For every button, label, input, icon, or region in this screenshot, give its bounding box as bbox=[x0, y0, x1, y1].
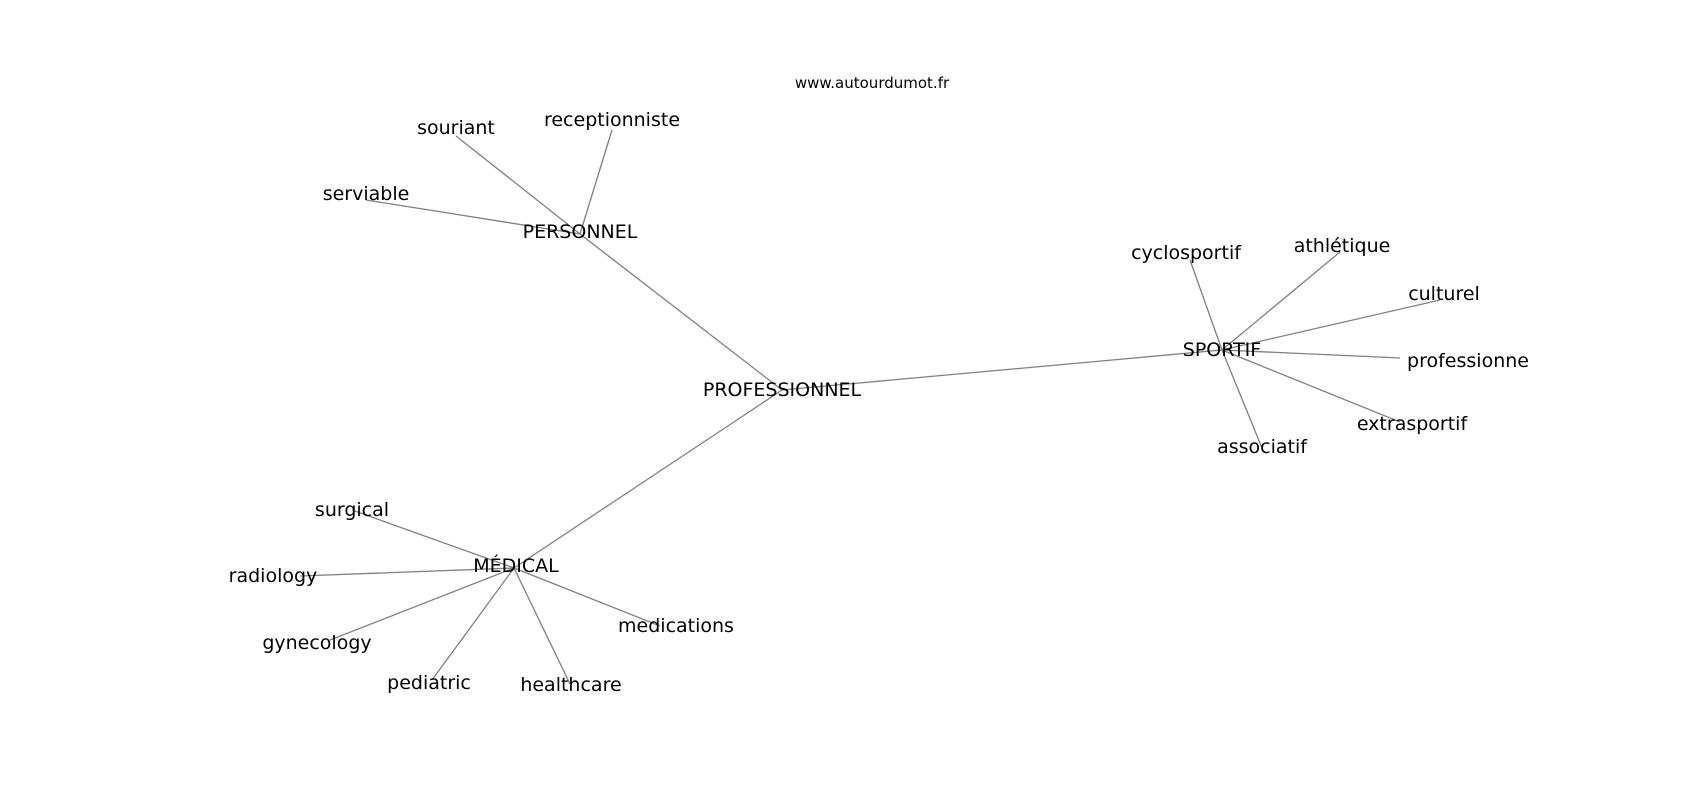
leaf-word-node[interactable]: pediatric bbox=[387, 672, 471, 694]
edge-hub-to-word bbox=[579, 129, 613, 235]
edge-hub-to-word bbox=[329, 567, 515, 641]
edge-hub-to-word bbox=[431, 567, 515, 681]
node-layer: PROFESSIONNEL PERSONNEL souriant receptionn… bbox=[229, 109, 1529, 696]
leaf-word-node[interactable]: serviable bbox=[323, 183, 410, 205]
leaf-word-node[interactable]: culturel bbox=[1408, 283, 1480, 305]
leaf-word-node[interactable]: associatif bbox=[1217, 436, 1308, 458]
leaf-word-node[interactable]: healthcare bbox=[520, 674, 621, 696]
leaf-word-node[interactable]: surgical bbox=[315, 499, 389, 521]
edge-hub-to-word bbox=[1189, 259, 1223, 351]
edge-hub-to-word bbox=[351, 509, 515, 569]
edge-root-to-hub bbox=[781, 349, 1223, 391]
edge-layer bbox=[299, 129, 1441, 685]
hub-word-node[interactable]: MÉDICAL bbox=[473, 554, 559, 577]
leaf-word-node[interactable]: cyclosportif bbox=[1131, 242, 1242, 264]
site-watermark: www.autourdumot.fr bbox=[795, 74, 950, 92]
edge-hub-to-word bbox=[1221, 349, 1401, 423]
leaf-word-node[interactable]: athlétique bbox=[1294, 235, 1391, 257]
leaf-word-node[interactable]: radiology bbox=[229, 565, 318, 587]
leaf-word-node[interactable]: extrasportif bbox=[1357, 413, 1469, 435]
hub-word-node[interactable]: PERSONNEL bbox=[523, 221, 638, 243]
edge-hub-to-word bbox=[1221, 299, 1441, 351]
edge-hub-to-word bbox=[299, 567, 515, 577]
edge-hub-to-word bbox=[1221, 251, 1341, 351]
edge-hub-to-word bbox=[455, 135, 581, 235]
edge-root-to-hub bbox=[513, 389, 783, 569]
edge-root-to-hub bbox=[579, 233, 783, 391]
root-word-node[interactable]: PROFESSIONNEL bbox=[703, 379, 862, 401]
edge-hub-to-word bbox=[513, 567, 571, 685]
leaf-word-node[interactable]: souriant bbox=[417, 117, 495, 139]
edge-hub-to-word bbox=[1221, 349, 1263, 449]
edge-hub-to-word bbox=[513, 567, 661, 627]
hub-word-node[interactable]: SPORTIF bbox=[1183, 339, 1261, 361]
leaf-word-node[interactable]: professionne bbox=[1407, 350, 1529, 372]
edge-hub-to-word bbox=[1221, 349, 1401, 359]
leaf-word-node[interactable]: receptionniste bbox=[544, 109, 680, 131]
leaf-word-node[interactable]: gynecology bbox=[262, 632, 371, 654]
leaf-word-node[interactable]: medications bbox=[618, 615, 734, 637]
edge-hub-to-word bbox=[365, 199, 581, 235]
